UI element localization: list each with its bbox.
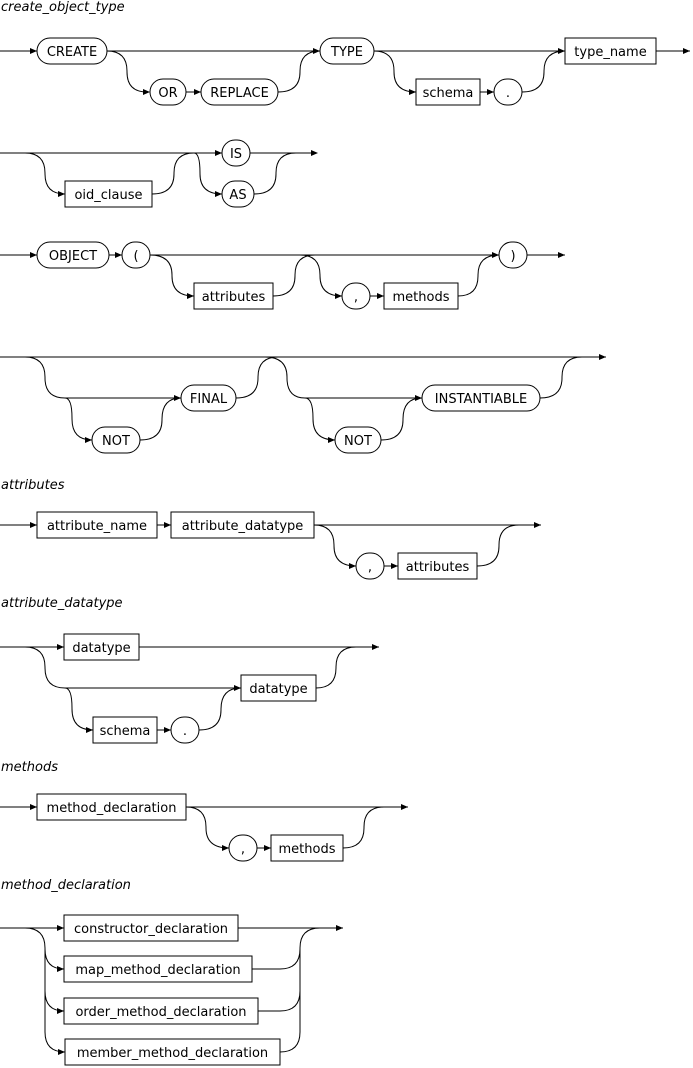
replace-label: REPLACE: [210, 86, 269, 101]
order-method-declaration-label: order_method_declaration: [75, 1005, 246, 1020]
row-method-declaration: constructor_declaration map_method_decla…: [0, 914, 343, 1066]
attributes-recursive-label: attributes: [406, 560, 470, 575]
diagram-title-methods: methods: [1, 760, 58, 775]
methods-comma-label: ,: [241, 842, 245, 857]
datatype-dot-keyword: [170, 716, 200, 744]
attributes-nonterminal: [193, 282, 274, 310]
map-method-declaration-label: map_method_declaration: [75, 963, 240, 978]
methods-nonterminal: [383, 282, 459, 310]
object-keyword: [36, 241, 110, 269]
datatype-nonterminal: [63, 633, 140, 661]
member-method-declaration-label: member_method_declaration: [77, 1046, 268, 1061]
comma-keyword: [341, 282, 371, 310]
final-keyword: [180, 384, 237, 412]
row-attribute-datatype: datatype schema . datatype: [0, 633, 379, 744]
schema-nonterminal: [415, 78, 481, 106]
type-name-label: type_name: [574, 45, 646, 60]
instantiable-keyword: [421, 384, 541, 412]
attribute-datatype-label: attribute_datatype: [182, 519, 304, 534]
or-keyword: [149, 78, 187, 106]
object-label: OBJECT: [49, 249, 97, 264]
attributes-comma-label: ,: [368, 560, 372, 575]
dot-keyword: [493, 78, 523, 106]
is-label: IS: [230, 147, 242, 162]
oid-clause-nonterminal: [64, 180, 153, 208]
attribute-datatype-nonterminal: [170, 511, 315, 539]
comma-label: ,: [354, 290, 358, 305]
final-label: FINAL: [190, 392, 228, 407]
type-name-nonterminal: [564, 37, 657, 65]
methods-label: methods: [393, 290, 450, 305]
type-label: TYPE: [330, 45, 363, 60]
member-method-declaration-nonterminal: [64, 1038, 281, 1066]
row-final-instantiable: NOT FINAL NOT INSTANTIABLE: [0, 354, 606, 454]
attributes-recursive-nonterminal: [397, 552, 478, 580]
methods-comma-keyword: [228, 834, 258, 862]
schema-label: schema: [423, 86, 474, 101]
rparen-keyword: [498, 241, 528, 269]
as-label: AS: [229, 188, 246, 203]
attributes-comma-keyword: [355, 552, 385, 580]
order-method-declaration-nonterminal: [63, 997, 259, 1025]
is-keyword: [221, 139, 251, 167]
row-oid-is-as: oid_clause IS AS: [0, 139, 318, 208]
row-create-type: CREATE OR REPLACE TYPE schema . type_nam…: [0, 37, 690, 106]
rparen-label: ): [510, 249, 515, 264]
diagram-title-attribute-datatype: attribute_datatype: [1, 596, 123, 611]
replace-keyword: [200, 78, 279, 106]
datatype-schema-label: schema: [100, 724, 151, 739]
instantiable-label: INSTANTIABLE: [435, 392, 527, 407]
datatype-label: datatype: [72, 641, 130, 656]
method-declaration-nonterminal: [36, 793, 187, 821]
method-declaration-label: method_declaration: [47, 801, 177, 816]
oid-clause-label: oid_clause: [74, 188, 142, 203]
or-label: OR: [158, 86, 177, 101]
diagram-title-method-declaration: method_declaration: [1, 878, 131, 893]
methods-recursive-nonterminal: [270, 834, 344, 862]
attribute-name-label: attribute_name: [47, 519, 147, 534]
row-methods: method_declaration , methods: [0, 793, 408, 862]
schema-datatype-label: datatype: [249, 682, 307, 697]
type-keyword: [319, 37, 375, 65]
datatype-schema-nonterminal: [92, 716, 158, 744]
constructor-declaration-nonterminal: [63, 914, 239, 942]
datatype-dot-label: .: [183, 724, 187, 739]
row-object-body: OBJECT ( attributes , methods ): [0, 241, 565, 310]
map-method-declaration-nonterminal: [63, 955, 253, 983]
methods-recursive-label: methods: [279, 842, 336, 857]
create-label: CREATE: [47, 45, 97, 60]
not-final-label: NOT: [102, 434, 130, 449]
not-final-keyword: [91, 426, 141, 454]
attribute-name-nonterminal: [36, 511, 158, 539]
as-keyword: [221, 180, 255, 208]
constructor-declaration-label: constructor_declaration: [74, 922, 228, 937]
diagram-title-attributes: attributes: [1, 478, 65, 493]
not-instantiable-keyword: [334, 426, 382, 454]
diagram-title-create-object-type: create_object_type: [1, 0, 125, 15]
create-keyword: [36, 37, 108, 65]
row-attributes: attribute_name attribute_datatype , attr…: [0, 511, 541, 580]
lparen-keyword: [121, 241, 151, 269]
attributes-label: attributes: [202, 290, 266, 305]
not-instantiable-label: NOT: [344, 434, 372, 449]
lparen-label: (: [133, 249, 138, 264]
dot-label: .: [506, 86, 510, 101]
schema-datatype-nonterminal: [240, 674, 317, 702]
